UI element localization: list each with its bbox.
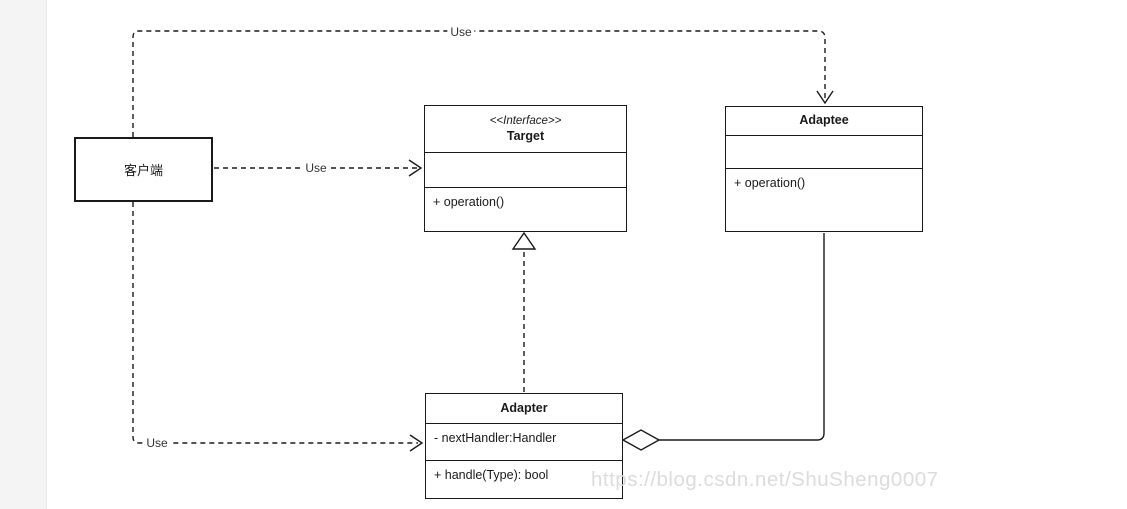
realization-adapter-to-target: [511, 231, 537, 392]
adaptee-header: Adaptee: [726, 107, 922, 135]
adapter-class-name: Adapter: [500, 400, 548, 415]
adapter-attributes-compartment: - nextHandler:Handler: [426, 423, 622, 460]
adaptee-class-box: Adaptee + operation(): [725, 106, 923, 232]
hollow-triangle-icon: [511, 231, 537, 250]
adaptee-methods-compartment: + operation(): [726, 168, 922, 230]
target-class-name: Target: [506, 128, 545, 143]
adapter-method: + handle(Type): bool: [434, 468, 549, 482]
target-stereotype: <<Interface>>: [489, 114, 562, 127]
target-method: + operation(): [433, 195, 505, 209]
target-interface-box: <<Interface>> Target + operation(): [424, 105, 627, 232]
target-header: <<Interface>> Target: [425, 106, 626, 152]
left-gutter: [0, 0, 47, 509]
dependency-client-to-adapter: [132, 202, 424, 452]
client-class-name: 客户端: [123, 163, 163, 178]
open-arrowhead-icon: [816, 90, 834, 105]
use-label-client-adapter: Use: [143, 436, 171, 450]
adapter-methods-compartment: + handle(Type): bool: [426, 460, 622, 496]
open-arrowhead-icon: [409, 434, 424, 452]
target-attributes-compartment: [425, 152, 626, 187]
dependency-client-to-adaptee: [132, 30, 834, 137]
client-class-box: 客户端: [74, 137, 213, 202]
aggregation-adaptee-to-adapter: [621, 233, 825, 451]
adaptee-method: + operation(): [734, 176, 806, 190]
target-methods-compartment: + operation(): [425, 187, 626, 230]
adapter-class-box: Adapter - nextHandler:Handler + handle(T…: [425, 393, 623, 499]
adapter-header: Adapter: [426, 394, 622, 423]
adapter-attribute: - nextHandler:Handler: [434, 431, 557, 445]
watermark: https://blog.csdn.net/ShuSheng0007: [591, 468, 939, 491]
hollow-diamond-icon: [621, 429, 661, 451]
use-label-client-adaptee: Use: [447, 25, 475, 39]
adaptee-attributes-compartment: [726, 135, 922, 168]
open-arrowhead-icon: [408, 159, 423, 177]
use-label-client-target: Use: [302, 161, 330, 175]
adaptee-class-name: Adaptee: [799, 113, 849, 128]
